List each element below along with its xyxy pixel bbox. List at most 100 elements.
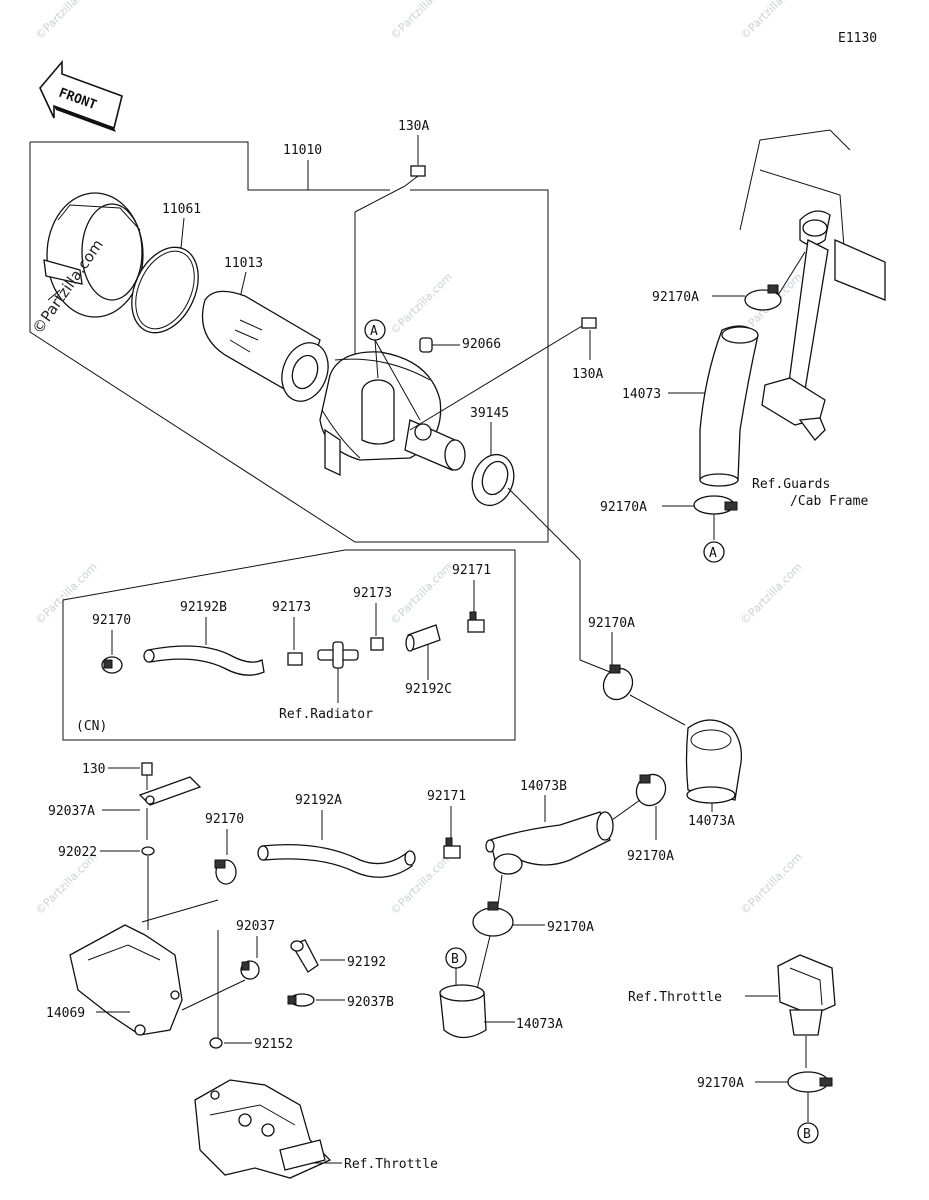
- watermark: ©Partzilla.com: [388, 0, 455, 42]
- ref-radiator-label: Ref.Radiator: [279, 707, 373, 722]
- hose-clamp: [472, 901, 514, 937]
- hose-clamp: [744, 284, 782, 311]
- hose-clamp: [602, 664, 634, 701]
- part-label-92171: 92171: [452, 563, 491, 578]
- part-label-14073a: 14073A: [516, 1017, 563, 1032]
- hose-clamp: [287, 993, 315, 1007]
- hose-clamp: [214, 859, 237, 885]
- plug-icon: [419, 337, 433, 353]
- air-filter-element: [201, 290, 329, 402]
- throttle-body: [194, 1079, 332, 1179]
- ref-throttle-label: Ref.Throttle: [344, 1157, 438, 1172]
- watermark: ©Partzilla.com: [33, 850, 100, 917]
- elbow-duct: [685, 719, 743, 804]
- hose-clamp: [240, 960, 260, 980]
- elbow-hose: [290, 939, 319, 973]
- part-label-92170a: 92170A: [547, 920, 594, 935]
- callout-b-circle: [797, 1122, 819, 1144]
- cleaner-cover: [43, 192, 144, 318]
- throttle-adapter: [777, 954, 836, 1036]
- part-label-92192a: 92192A: [295, 793, 342, 808]
- part-label-92037b: 92037B: [347, 995, 394, 1010]
- intake-pipe: [485, 811, 614, 875]
- cab-frame-guard: [739, 129, 886, 441]
- part-label-14073b: 14073B: [520, 779, 567, 794]
- callout-a: A: [709, 546, 717, 561]
- part-label-11013: 11013: [224, 256, 263, 271]
- bolt-icon: [581, 317, 597, 329]
- callout-b: B: [451, 952, 459, 967]
- front-arrow-icon: FRONT: [39, 59, 123, 132]
- part-label-11010: 11010: [283, 143, 322, 158]
- watermark: ©Partzilla.com: [33, 560, 100, 627]
- part-label-92037: 92037: [236, 919, 275, 934]
- part-label-130a: 130A: [398, 119, 429, 134]
- washer: [141, 846, 155, 856]
- rubber-boot: [471, 453, 515, 507]
- air-cleaner-frame: [30, 141, 390, 191]
- figure-code: E1130: [838, 31, 877, 46]
- part-label-92170a: 92170A: [627, 849, 674, 864]
- ref-guards-label: Ref.Guards: [752, 477, 830, 492]
- hose-clamp: [635, 773, 667, 807]
- part-label-92037a: 92037A: [48, 804, 95, 819]
- part-label-92170a: 92170A: [697, 1076, 744, 1091]
- watermark: ©Partzilla.com: [33, 0, 100, 42]
- part-label-92170a: 92170A: [600, 500, 647, 515]
- part-label-14073a: 14073A: [688, 814, 735, 829]
- cn-label: (CN): [76, 719, 107, 734]
- callout-b: B: [803, 1127, 811, 1142]
- part-label-14069: 14069: [46, 1006, 85, 1021]
- part-label-92170: 92170: [205, 812, 244, 827]
- hose-joint: [287, 652, 303, 666]
- cn-variant-frame: [62, 549, 516, 741]
- seal-ring: [131, 246, 199, 334]
- part-label-11061: 11061: [162, 202, 201, 217]
- part-label-130a: 130A: [572, 367, 603, 382]
- part-label-14073: 14073: [622, 387, 661, 402]
- callout-a: A: [370, 324, 378, 339]
- rubber-duct: [439, 984, 487, 1039]
- throttle-housing: [69, 924, 183, 1036]
- part-label-92152: 92152: [254, 1037, 293, 1052]
- short-hose: [405, 624, 441, 652]
- part-label-92170a: 92170A: [652, 290, 699, 305]
- part-label-92173: 92173: [272, 600, 311, 615]
- part-label-92192b: 92192B: [180, 600, 227, 615]
- watermark: ©Partzilla.com: [738, 560, 805, 627]
- tee-joint: [317, 641, 359, 669]
- hose-clip: [467, 611, 485, 633]
- part-label-39145: 39145: [470, 406, 509, 421]
- watermark: ©Partzilla.com: [388, 560, 455, 627]
- coolant-hose: [143, 645, 265, 676]
- hose-clamp: [787, 1071, 833, 1093]
- intake-duct: [699, 325, 759, 487]
- part-label-92192: 92192: [347, 955, 386, 970]
- callout-a-circle: [703, 541, 725, 563]
- part-label-92170: 92170: [92, 613, 131, 628]
- cab-frame-label: /Cab Frame: [790, 494, 868, 509]
- ref-throttle-label: Ref.Throttle: [628, 990, 722, 1005]
- bolt-icon: [404, 165, 426, 187]
- bolt-icon: [141, 762, 153, 776]
- watermark: ©Partzilla.com: [738, 0, 805, 42]
- part-label-92066: 92066: [462, 337, 501, 352]
- watermark: ©Partzilla.com: [738, 850, 805, 917]
- bracket-strip: [138, 776, 202, 806]
- part-label-92022: 92022: [58, 845, 97, 860]
- part-label-92171: 92171: [427, 789, 466, 804]
- air-cleaner-housing: [319, 351, 466, 477]
- air-cleaner-frame: [29, 142, 549, 543]
- coolant-hose: [257, 844, 416, 878]
- part-label-130: 130: [82, 762, 105, 777]
- hose-clip: [443, 837, 461, 859]
- hose-joint: [370, 637, 384, 651]
- o-ring: [209, 1037, 223, 1049]
- hose-clamp: [101, 656, 123, 674]
- watermark: ©Partzilla.com: [388, 270, 455, 337]
- part-label-92173: 92173: [353, 586, 392, 601]
- part-label-92170a: 92170A: [588, 616, 635, 631]
- hose-clamp: [693, 495, 738, 515]
- part-label-92192c: 92192C: [405, 682, 452, 697]
